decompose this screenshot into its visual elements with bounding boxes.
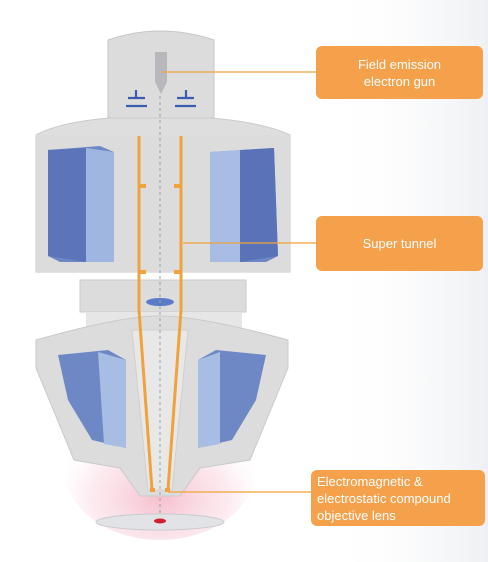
- objective-housing: [35, 315, 289, 497]
- condenser-coil-left: [48, 146, 114, 262]
- callout-gun-label: Field emission electron gun: [357, 56, 442, 89]
- condenser-coil-right: [210, 148, 278, 262]
- callout-objective-lens: Electromagnetic & electrostatic compound…: [311, 470, 485, 526]
- emitter-tip-icon: [155, 52, 167, 94]
- specimen-stage-icon: [95, 513, 225, 531]
- super-tunnel: [137, 136, 183, 492]
- callout-tunnel-label: Super tunnel: [362, 236, 437, 251]
- condenser-housing: [35, 117, 291, 273]
- electron-gun-housing: [107, 30, 215, 119]
- extractor-right: [177, 90, 194, 100]
- callout-field-emission-gun: Field emission electron gun: [316, 46, 483, 99]
- extractor-left: [128, 90, 145, 100]
- callout-objective-label: Electromagnetic & electrostatic compound…: [317, 473, 451, 523]
- callout-super-tunnel: Super tunnel: [316, 216, 483, 271]
